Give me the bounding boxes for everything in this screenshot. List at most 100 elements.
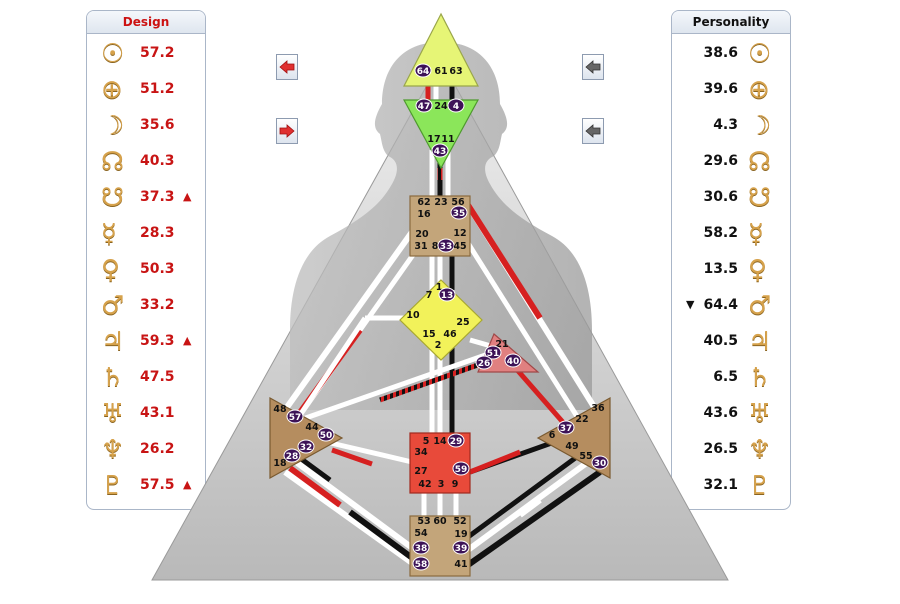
gate-8[interactable]: 8 [432,241,439,252]
gate-27[interactable]: 27 [414,466,427,477]
gate-10[interactable]: 10 [406,310,420,321]
personality-back-button-2[interactable] [582,118,604,144]
gate-14[interactable]: 14 [433,436,447,447]
design-back-button[interactable] [276,54,298,80]
personality-row-sun[interactable]: ☉38.6 [672,36,790,72]
gate-59[interactable]: 59 [455,465,468,475]
personality-row-saturn[interactable]: ♄6.5 [672,360,790,396]
gate-33[interactable]: 33 [440,242,453,252]
gate-30[interactable]: 30 [594,459,607,469]
gate-64[interactable]: 64 [417,67,430,77]
gate-41[interactable]: 41 [454,559,467,570]
gate-53[interactable]: 53 [417,516,430,527]
design-forward-button[interactable] [276,118,298,144]
ajna-center[interactable] [402,99,480,170]
design-row-north-node[interactable]: ☊40.3 [87,144,205,180]
design-row-neptune[interactable]: ♆26.2 [87,432,205,468]
gate-11[interactable]: 11 [441,134,454,145]
personality-row-jupiter[interactable]: ♃40.5 [672,324,790,360]
personality-row-uranus[interactable]: ♅43.6 [672,396,790,432]
design-row-uranus[interactable]: ♅43.1 [87,396,205,432]
g-center[interactable] [399,279,483,361]
gate-35[interactable]: 35 [453,209,466,219]
personality-row-mars[interactable]: ♂64.4▼ [672,288,790,324]
gate-31[interactable]: 31 [414,241,427,252]
personality-row-earth[interactable]: ⊕39.6 [672,72,790,108]
gate-37[interactable]: 37 [560,424,573,434]
design-row-sun[interactable]: ☉57.2 [87,36,205,72]
gate-28[interactable]: 28 [286,452,299,462]
gate-29[interactable]: 29 [450,437,463,447]
design-row-pluto[interactable]: ♇57.5▲ [87,468,205,504]
gate-5[interactable]: 5 [423,436,430,447]
gate-48[interactable]: 48 [273,404,287,415]
gate-badge [317,427,335,442]
gate-36[interactable]: 36 [591,403,605,414]
gate-19[interactable]: 19 [454,529,467,540]
venus-gate-value: 50.3 [140,261,175,277]
gate-9[interactable]: 9 [452,479,459,490]
gate-26[interactable]: 26 [478,359,491,369]
personality-row-south-node[interactable]: ☋30.6 [672,180,790,216]
gate-45[interactable]: 45 [453,241,466,252]
gate-18[interactable]: 18 [273,458,287,469]
gate-23[interactable]: 23 [434,197,447,208]
gate-58[interactable]: 58 [415,560,428,570]
gate-7[interactable]: 7 [426,290,433,301]
gate-47[interactable]: 47 [418,102,431,112]
design-row-venus[interactable]: ♀ 50.3 [87,252,205,288]
gate-20[interactable]: 20 [415,229,429,240]
personality-back-button[interactable] [582,54,604,80]
gate-40[interactable]: 40 [507,357,520,367]
gate-49[interactable]: 49 [565,441,578,452]
gate-61[interactable]: 61 [434,66,447,77]
gate-32[interactable]: 32 [300,443,313,453]
gate-3[interactable]: 3 [438,479,445,490]
venus-icon: ♀ [101,255,121,285]
gate-51[interactable]: 51 [487,349,500,359]
design-row-south-node[interactable]: ☋37.3▲ [87,180,205,216]
personality-row-neptune[interactable]: ♆26.5 [672,432,790,468]
gate-62[interactable]: 62 [417,197,430,208]
design-row-jupiter[interactable]: ♃59.3▲ [87,324,205,360]
gate-22[interactable]: 22 [575,414,588,425]
personality-row-north-node[interactable]: ☊29.6 [672,144,790,180]
gate-1[interactable]: 1 [436,282,443,293]
gate-6[interactable]: 6 [549,430,556,441]
design-row-moon[interactable]: ☽35.6 [87,108,205,144]
gate-56[interactable]: 56 [451,197,465,208]
gate-4[interactable]: 4 [453,102,459,112]
gate-13[interactable]: 13 [441,291,454,301]
gate-34[interactable]: 34 [414,447,428,458]
gate-42[interactable]: 42 [418,479,431,490]
gate-16[interactable]: 16 [417,209,431,220]
personality-row-mercury[interactable]: ☿58.2 [672,216,790,252]
gate-24[interactable]: 24 [434,101,448,112]
gate-55[interactable]: 55 [579,451,592,462]
gate-38[interactable]: 38 [415,544,428,554]
gate-2[interactable]: 2 [435,340,442,351]
gate-43[interactable]: 43 [434,147,447,157]
design-row-earth[interactable]: ⊕51.2 [87,72,205,108]
gate-46[interactable]: 46 [443,329,457,340]
gate-57[interactable]: 57 [289,413,302,423]
design-row-mercury[interactable]: ☿28.3 [87,216,205,252]
design-row-mars[interactable]: ♂33.2 [87,288,205,324]
gate-12[interactable]: 12 [453,228,466,239]
design-row-saturn[interactable]: ♄47.5 [87,360,205,396]
solar-plexus-center[interactable] [536,396,611,480]
gate-63[interactable]: 63 [449,66,462,77]
gate-15[interactable]: 15 [422,329,435,340]
gate-50[interactable]: 50 [320,431,333,441]
personality-row-venus[interactable]: ♀13.5 [672,252,790,288]
gate-39[interactable]: 39 [455,544,468,554]
gate-44[interactable]: 44 [305,422,319,433]
gate-54[interactable]: 54 [414,528,428,539]
gate-21[interactable]: 21 [495,339,508,350]
personality-row-moon[interactable]: ☽4.3 [672,108,790,144]
gate-25[interactable]: 25 [456,317,469,328]
gate-60[interactable]: 60 [433,516,447,527]
gate-52[interactable]: 52 [453,516,466,527]
personality-row-pluto[interactable]: ♇32.1 [672,468,790,504]
gate-17[interactable]: 17 [427,134,440,145]
